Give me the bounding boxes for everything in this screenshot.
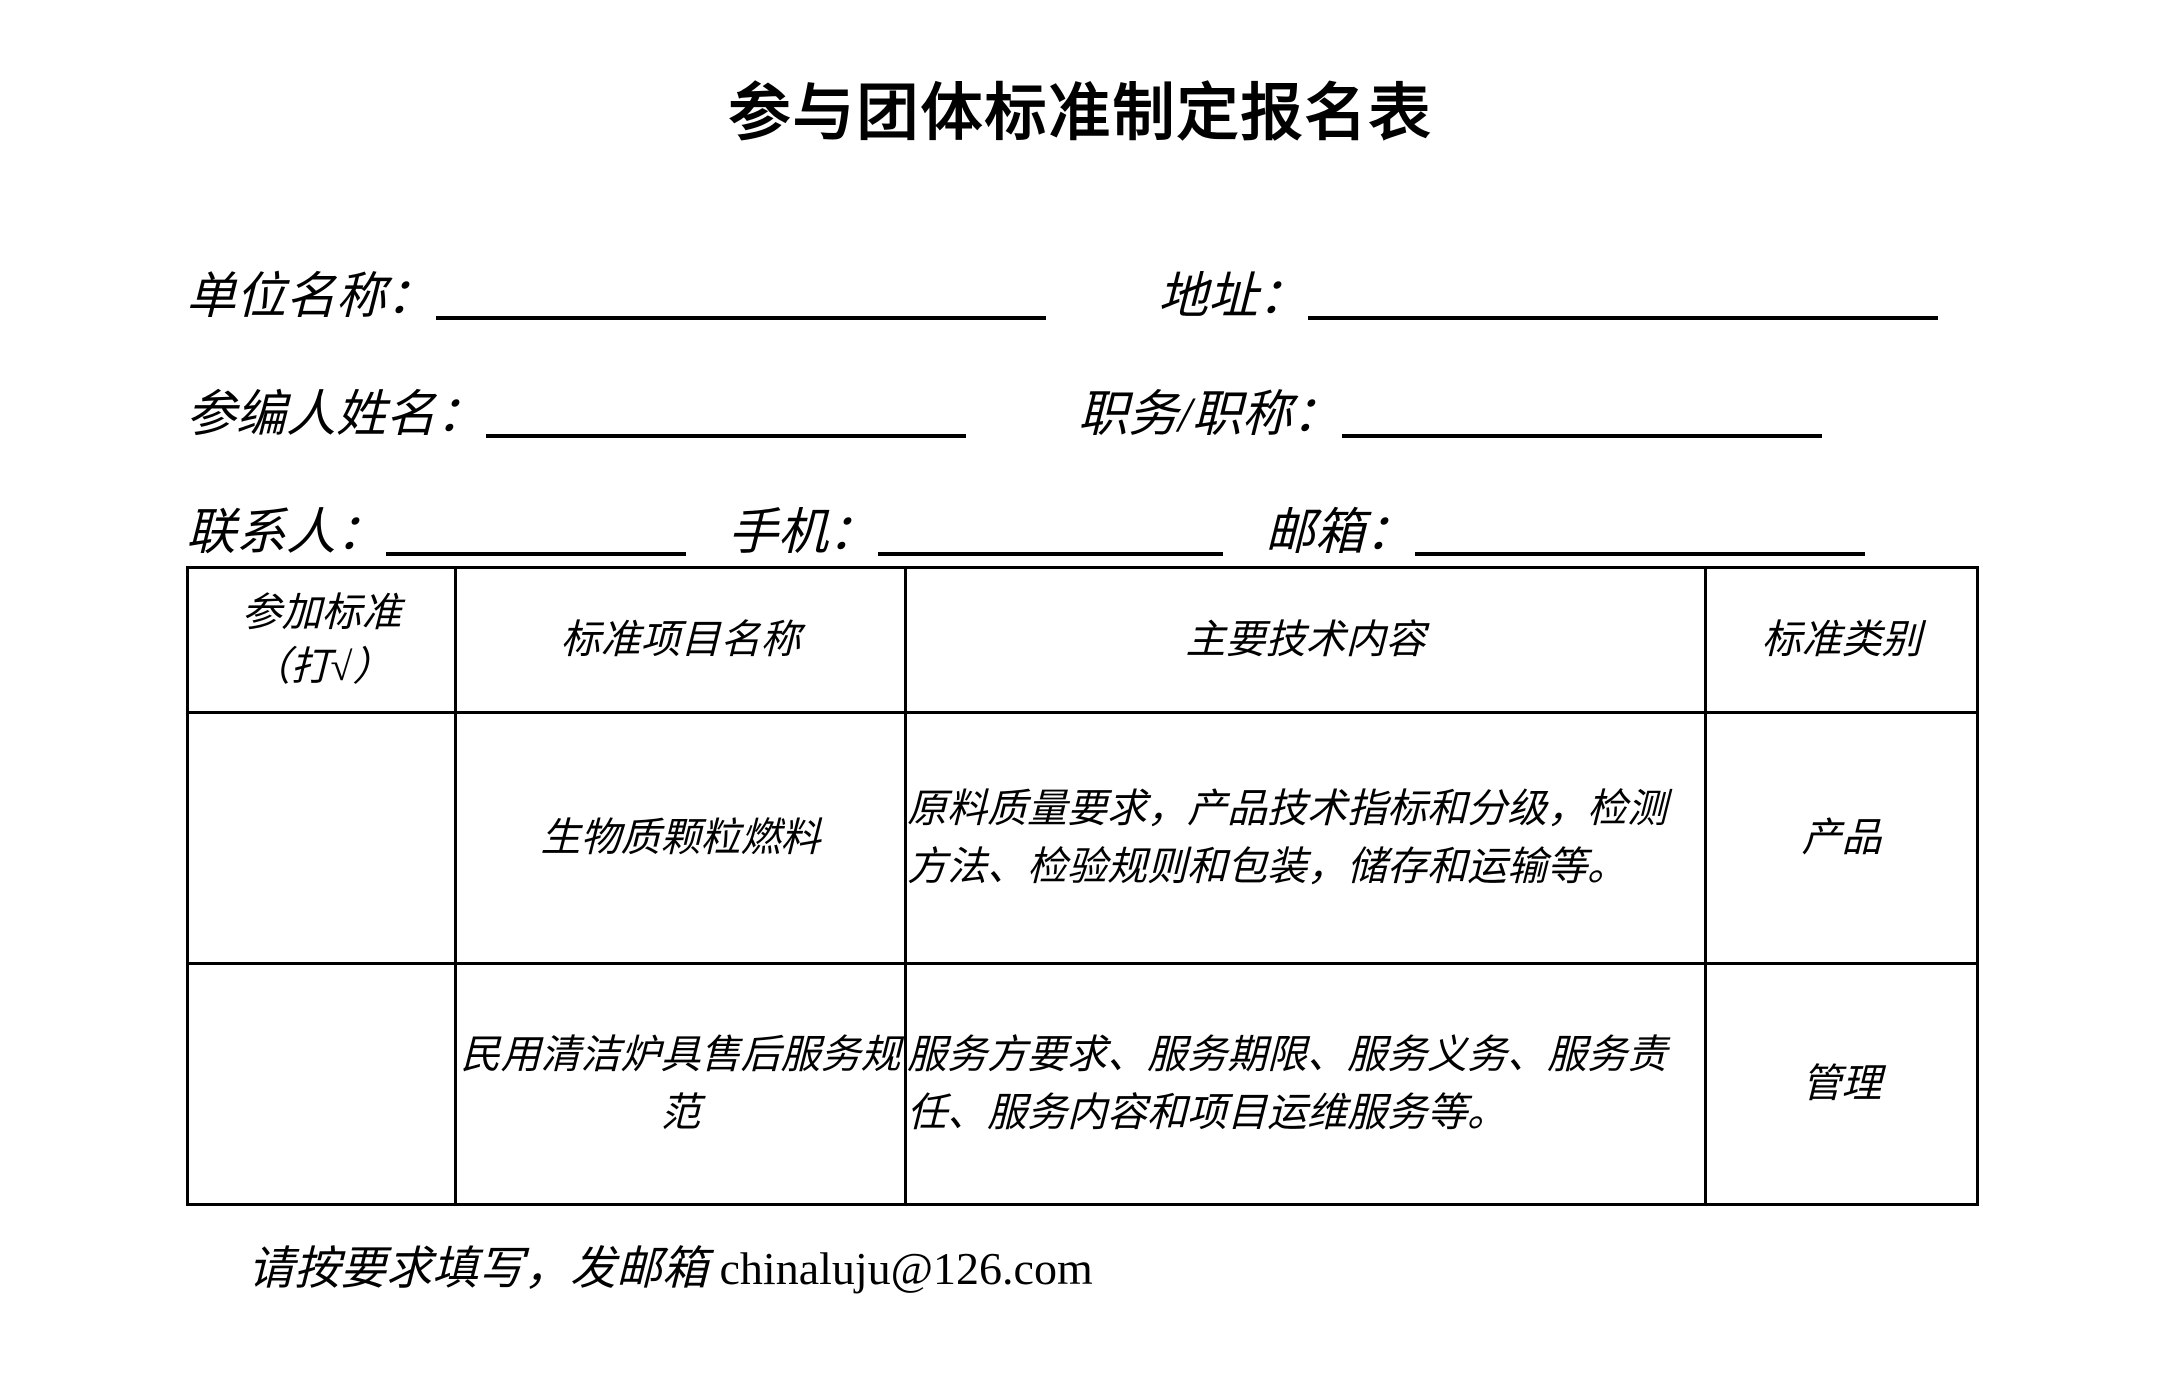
label-company-name: 单位名称： — [186, 268, 436, 324]
label-email: 邮箱： — [1265, 504, 1415, 560]
form-row-2: 参编人姓名： 职务/职称： — [186, 330, 1976, 448]
field-contact-person[interactable]: 联系人： — [186, 502, 686, 566]
checkbox-cell-row-2[interactable] — [186, 962, 457, 1206]
footer-note-text: 请按要求填写，发邮箱 — [248, 1243, 720, 1294]
form-row-1: 单位名称： 地址： — [186, 212, 1976, 330]
column-header-participate-line2: （打√） — [250, 644, 393, 689]
label-job-title: 职务/职称： — [1078, 386, 1342, 442]
column-header-standard-name: 标准项目名称 — [454, 566, 907, 714]
standard-category-row-2: 管理 — [1704, 962, 1979, 1206]
input-mobile[interactable] — [878, 552, 1223, 556]
column-header-participate: 参加标准 （打√） — [186, 566, 457, 714]
label-address: 地址： — [1158, 268, 1308, 324]
checkbox-cell-row-1[interactable] — [186, 711, 457, 965]
footer-note: 请按要求填写，发邮箱 chinaluju@126.com — [248, 1240, 1093, 1298]
input-contact-person[interactable] — [386, 552, 686, 556]
footer-email[interactable]: chinaluju@126.com — [719, 1243, 1093, 1294]
standard-name-row-1: 生物质颗粒燃料 — [454, 711, 907, 965]
standards-table: 参加标准 （打√） 标准项目名称 主要技术内容 标准类别 生物质颗粒燃料 原料质… — [186, 566, 1979, 1206]
input-editor-name[interactable] — [486, 434, 966, 438]
column-header-standard-category: 标准类别 — [1704, 566, 1979, 714]
table-row: 生物质颗粒燃料 原料质量要求，产品技术指标和分级，检测方法、检验规则和包装，储存… — [186, 711, 1979, 965]
standards-table-wrapper: 参加标准 （打√） 标准项目名称 主要技术内容 标准类别 生物质颗粒燃料 原料质… — [186, 566, 1979, 1206]
field-job-title[interactable]: 职务/职称： — [1078, 384, 1822, 448]
table-header-row: 参加标准 （打√） 标准项目名称 主要技术内容 标准类别 — [186, 566, 1979, 714]
field-email[interactable]: 邮箱： — [1265, 502, 1865, 566]
field-mobile[interactable]: 手机： — [728, 502, 1223, 566]
input-address[interactable] — [1308, 316, 1938, 320]
input-company-name[interactable] — [436, 316, 1046, 320]
column-header-technical-content: 主要技术内容 — [904, 566, 1707, 714]
technical-content-row-2: 服务方要求、服务期限、服务义务、服务责任、服务内容和项目运维服务等。 — [904, 962, 1707, 1206]
standard-name-row-2: 民用清洁炉具售后服务规范 — [454, 962, 907, 1206]
label-contact-person: 联系人： — [186, 504, 386, 560]
input-email[interactable] — [1415, 552, 1865, 556]
input-job-title[interactable] — [1341, 434, 1822, 438]
form-row-3: 联系人： 手机： 邮箱： — [186, 448, 1976, 566]
page-title: 参与团体标准制定报名表 — [728, 79, 1433, 148]
field-company-name[interactable]: 单位名称： — [186, 266, 1046, 330]
label-editor-name: 参编人姓名： — [186, 386, 486, 442]
table-row: 民用清洁炉具售后服务规范 服务方要求、服务期限、服务义务、服务责任、服务内容和项… — [186, 962, 1979, 1206]
field-address[interactable]: 地址： — [1158, 266, 1938, 330]
label-mobile: 手机： — [728, 504, 878, 560]
form-fields-block: 单位名称： 地址： 参编人姓名： 职务/职称： 联系人： — [186, 212, 1976, 566]
column-header-participate-line1: 参加标准 — [241, 590, 402, 635]
standard-category-row-1: 产品 — [1704, 711, 1979, 965]
technical-content-row-1: 原料质量要求，产品技术指标和分级，检测方法、检验规则和包装，储存和运输等。 — [904, 711, 1707, 965]
field-editor-name[interactable]: 参编人姓名： — [186, 384, 966, 448]
